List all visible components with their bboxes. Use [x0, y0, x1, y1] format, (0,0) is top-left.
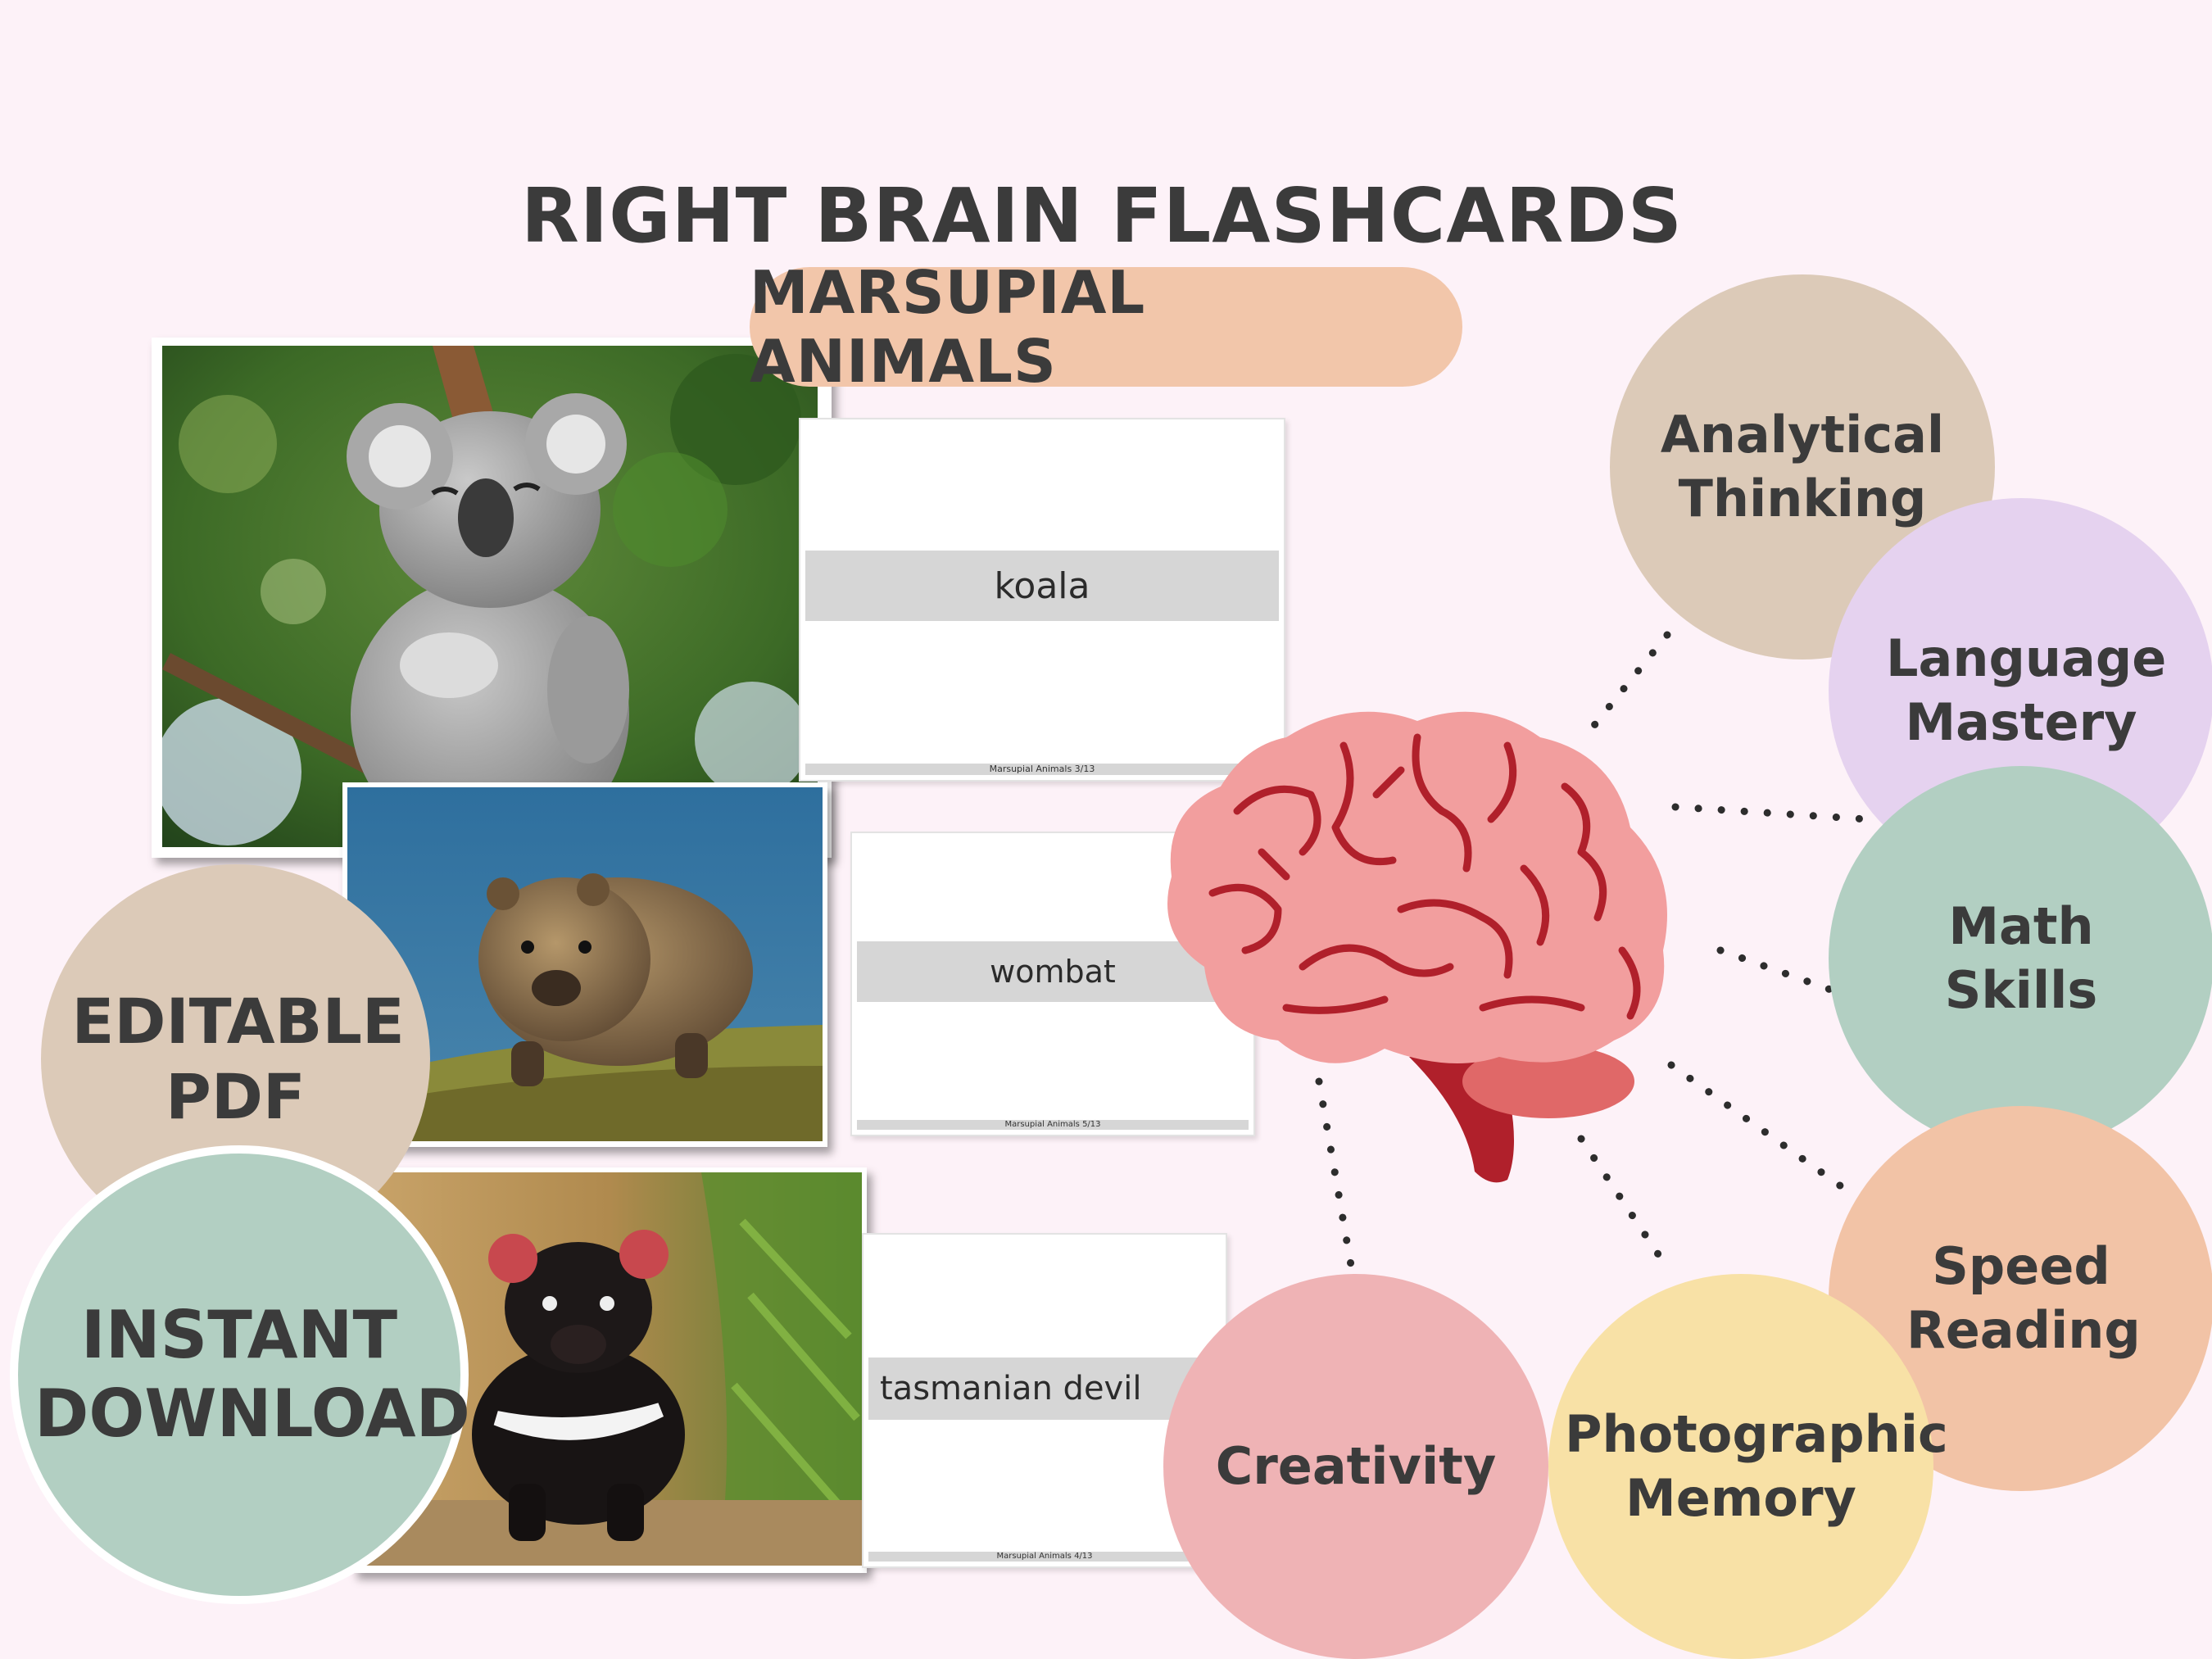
- wombat-photo-frame: [342, 782, 827, 1147]
- brain-illustration: [1167, 711, 1667, 1183]
- skill-label: Speed Reading: [1906, 1236, 2141, 1360]
- flashcard-koala: koala Marsupial Animals 3/13: [799, 418, 1285, 782]
- koala-photo-frame: [152, 338, 832, 858]
- skill-math-skills: Math Skills: [1829, 766, 2212, 1151]
- flashcard-tasmanian-devil: tasmanian devil Marsupial Animals 4/13: [862, 1233, 1227, 1568]
- skill-label: Creativity: [1215, 1436, 1497, 1496]
- subtitle-pill: MARSUPIAL ANIMALS: [750, 258, 1462, 396]
- flashcard-word: tasmanian devil: [868, 1358, 1221, 1420]
- flashcard-footer: Marsupial Animals 3/13: [805, 764, 1279, 775]
- skill-label: Analytical Thinking: [1660, 405, 1945, 528]
- instant-download-badge: INSTANT DOWNLOAD: [10, 1145, 470, 1604]
- wombat-photo: [347, 787, 823, 1141]
- skill-label: Photographic Memory: [1565, 1404, 1948, 1528]
- flashcard-word: wombat: [857, 941, 1249, 1002]
- skill-creativity: Creativity: [1163, 1274, 1548, 1659]
- flashcard-word: koala: [805, 551, 1279, 621]
- koala-photo: [162, 346, 818, 847]
- badge-label: INSTANT DOWNLOAD: [34, 1297, 470, 1452]
- skill-photographic-memory: Photographic Memory: [1548, 1274, 1948, 1659]
- flashcard-footer: Marsupial Animals 5/13: [857, 1120, 1249, 1130]
- skill-label: Math Skills: [1944, 896, 2098, 1020]
- page-title: RIGHT BRAIN FLASHCARDS: [521, 172, 1683, 260]
- skill-label: Language Mastery: [1886, 628, 2167, 752]
- flashcard-footer: Marsupial Animals 4/13: [868, 1552, 1221, 1562]
- badge-label: EDITABLE PDF: [71, 984, 405, 1133]
